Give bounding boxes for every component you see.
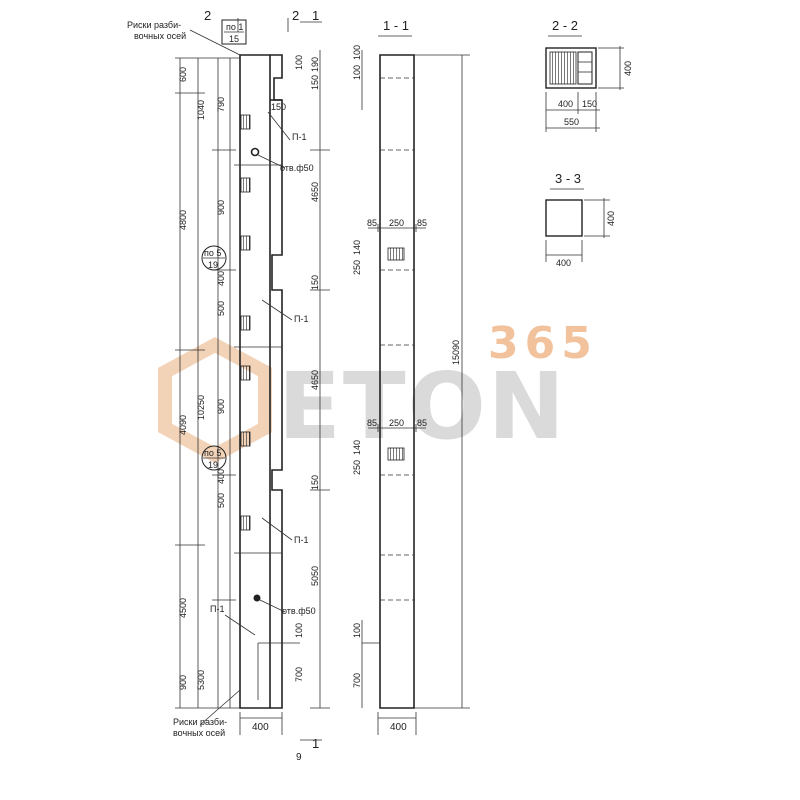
- section-title: 2 - 2: [552, 18, 578, 33]
- svg-text:85: 85: [367, 218, 377, 228]
- svg-text:400: 400: [216, 271, 226, 286]
- svg-text:250: 250: [352, 260, 362, 275]
- svg-text:400: 400: [623, 61, 633, 76]
- svg-text:700: 700: [294, 667, 304, 682]
- svg-text:400: 400: [558, 99, 573, 109]
- svg-text:400: 400: [556, 258, 571, 268]
- svg-text:500: 500: [216, 301, 226, 316]
- svg-text:150: 150: [310, 275, 320, 290]
- section-title: 3 - 3: [555, 171, 581, 186]
- svg-text:100: 100: [352, 623, 362, 638]
- width-dimension: 400: [252, 722, 269, 733]
- svg-text:190: 190: [310, 57, 320, 72]
- svg-text:700: 700: [352, 673, 362, 688]
- section-title: 1 - 1: [383, 18, 409, 33]
- svg-text:100: 100: [352, 45, 362, 60]
- svg-text:100: 100: [352, 65, 362, 80]
- svg-text:по 1: по 1: [226, 22, 243, 32]
- svg-text:150: 150: [271, 102, 286, 112]
- svg-text:85: 85: [417, 218, 427, 228]
- cut-mark-2: 2: [204, 8, 211, 23]
- svg-text:85: 85: [367, 418, 377, 428]
- dimension-texts-front: 600 1040 4800 4090 4500 900 5300 10250 7…: [178, 55, 320, 733]
- p1-label: П-1: [210, 604, 224, 614]
- svg-text:вочных осей: вочных осей: [173, 728, 225, 738]
- hole-label: отв.ф50: [280, 163, 314, 173]
- svg-text:140: 140: [352, 240, 362, 255]
- svg-text:по 5: по 5: [204, 448, 221, 458]
- svg-text:4500: 4500: [178, 598, 188, 618]
- p1-label: П-1: [294, 535, 308, 545]
- cut-mark-1: 1: [312, 8, 319, 23]
- svg-text:10250: 10250: [196, 395, 206, 420]
- cut-mark-2: 2: [292, 8, 299, 23]
- watermark-brand: ETON: [278, 353, 567, 460]
- callout-mid-1: по 5 19: [201, 245, 227, 271]
- section-2-2: 2 - 2 400 150 550 400: [545, 18, 633, 132]
- callout-top: по 1 15: [221, 19, 247, 45]
- svg-text:4650: 4650: [310, 370, 320, 390]
- svg-text:400: 400: [216, 469, 226, 484]
- column-front-view: [234, 18, 322, 741]
- svg-text:15: 15: [229, 34, 239, 44]
- section-3-3: 3 - 3 400 400: [545, 171, 616, 268]
- svg-text:250: 250: [389, 418, 404, 428]
- p1-label: П-1: [292, 132, 306, 142]
- svg-text:вочных осей: вочных осей: [134, 31, 186, 41]
- hole-label: отв.ф50: [282, 606, 316, 616]
- left-dimensions: [175, 57, 240, 709]
- svg-text:4800: 4800: [178, 210, 188, 230]
- section-1-1: 1 - 1 15090 85 250 85 85 250 85 250: [352, 18, 470, 735]
- watermark-hexagon-icon: [158, 337, 272, 463]
- svg-text:по 5: по 5: [204, 248, 221, 258]
- svg-text:4650: 4650: [310, 182, 320, 202]
- hole-icon: [250, 147, 260, 157]
- svg-text:500: 500: [216, 493, 226, 508]
- annotations: Риски разби- вочных осей Риски разби- во…: [127, 8, 319, 763]
- svg-text:900: 900: [216, 200, 226, 215]
- svg-text:19: 19: [208, 460, 218, 470]
- page-number: 9: [296, 752, 302, 763]
- svg-text:85: 85: [417, 418, 427, 428]
- right-dimensions: [239, 50, 330, 735]
- svg-text:900: 900: [216, 399, 226, 414]
- svg-text:100: 100: [294, 623, 304, 638]
- svg-text:150: 150: [310, 475, 320, 490]
- svg-text:550: 550: [564, 117, 579, 127]
- svg-text:150: 150: [582, 99, 597, 109]
- svg-text:100: 100: [294, 55, 304, 70]
- width-dimension: 400: [390, 722, 407, 733]
- svg-text:790: 790: [216, 97, 226, 112]
- svg-text:1040: 1040: [196, 100, 206, 120]
- axis-marks-label: Риски разби-: [127, 20, 181, 30]
- svg-text:140: 140: [352, 440, 362, 455]
- svg-text:150: 150: [310, 75, 320, 90]
- svg-text:600: 600: [178, 67, 188, 82]
- svg-text:250: 250: [389, 218, 404, 228]
- p1-label: П-1: [294, 314, 308, 324]
- svg-text:19: 19: [208, 260, 218, 270]
- watermark-number: 365: [488, 318, 598, 369]
- callout-mid-2: по 5 19: [201, 445, 227, 471]
- cut-mark-1: 1: [312, 736, 319, 751]
- svg-text:250: 250: [352, 460, 362, 475]
- hole-icon: [253, 594, 261, 602]
- axis-marks-label: Риски разби-: [173, 717, 227, 727]
- total-length: 15090: [451, 340, 461, 365]
- svg-text:400: 400: [606, 211, 616, 226]
- svg-text:5300: 5300: [196, 670, 206, 690]
- svg-text:900: 900: [178, 675, 188, 690]
- watermark: 365 ETON: [158, 318, 598, 463]
- svg-text:4090: 4090: [178, 415, 188, 435]
- svg-text:5050: 5050: [310, 566, 320, 586]
